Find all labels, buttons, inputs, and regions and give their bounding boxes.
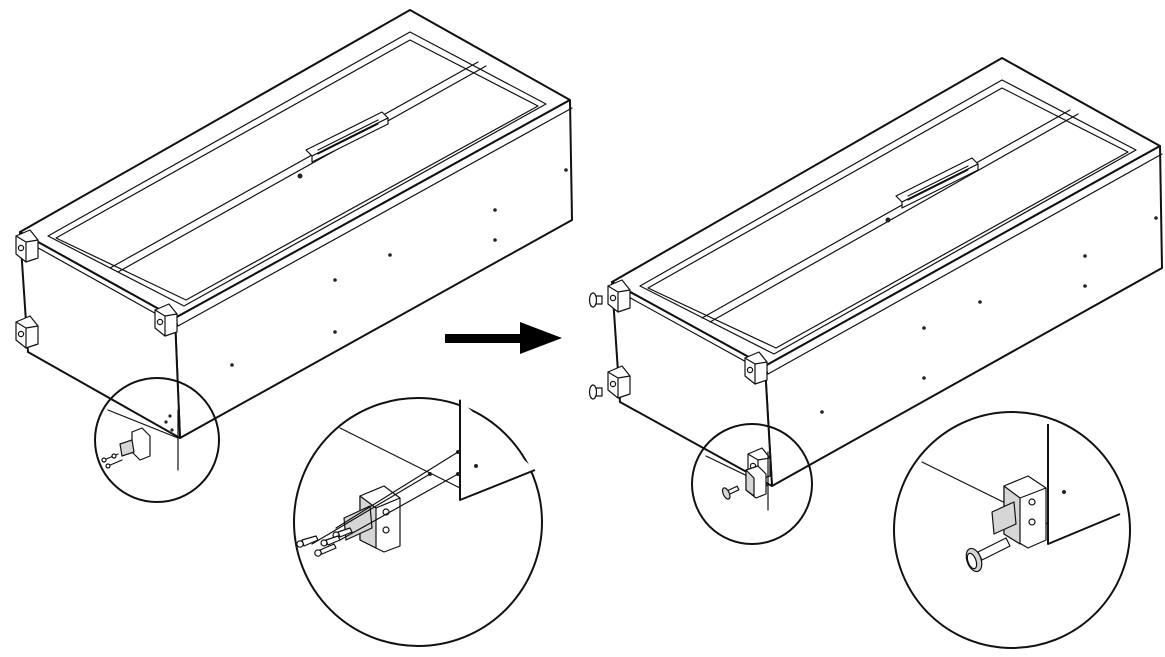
detail-callout-large-after [893,411,1131,649]
detail-callout-small-after [691,423,813,545]
detail-callout-large-before [293,397,543,647]
screw [296,535,319,548]
cabinet-end-panel [19,231,181,439]
cabinet-before [15,9,573,439]
detail-callout-small-before [94,377,220,503]
leveling-foot [965,537,1011,573]
screw [314,543,337,557]
cabinet-end-panel [611,281,773,487]
leveling-foot [588,292,603,308]
leveling-foot [588,384,603,400]
corner-bracket-detail [343,485,401,553]
top-handle [895,157,979,209]
screw [320,535,341,547]
leveling-foot [721,485,740,500]
top-handle [305,111,389,163]
corner-bracket-detail [991,475,1047,549]
cabinet-after [588,57,1163,487]
arrow-right-icon [445,322,562,354]
